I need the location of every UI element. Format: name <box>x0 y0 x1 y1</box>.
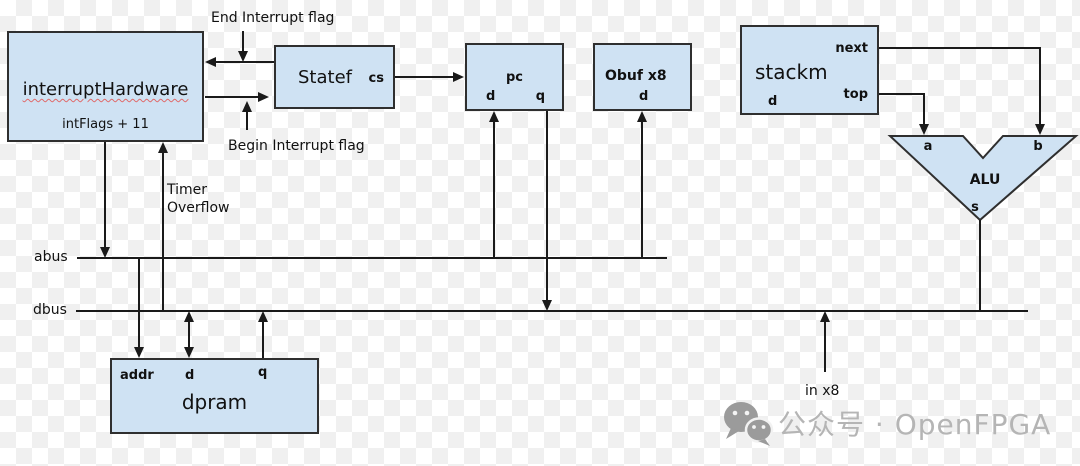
arrowhead-dpram-d-to-dbus <box>184 311 194 322</box>
statef-port-cs: cs <box>368 71 384 86</box>
dpram-port-addr: addr <box>120 368 154 383</box>
pc-port-d: d <box>486 89 496 104</box>
arrowhead-begin-interrupt-pointer <box>242 101 252 112</box>
wire-abus-to-pc-d <box>493 120 495 258</box>
wire-pc-q-to-dbus <box>546 111 548 301</box>
arrowhead-pc-q-to-dbus <box>542 300 552 311</box>
arrowhead-ih-to-statef <box>258 92 269 102</box>
obuf-port-d: d <box>639 89 649 104</box>
wire-abus-to-obuf-d <box>641 120 643 258</box>
wire-dpram-q-to-dbus <box>262 321 264 358</box>
arrowhead-statef-to-ih <box>205 57 216 67</box>
wire-ih-to-abus <box>104 142 106 248</box>
wire-alu-s-to-dbus <box>979 220 981 312</box>
arrowhead-ih-to-abus <box>100 247 110 258</box>
pointer-begin-interrupt <box>246 110 248 130</box>
arrowhead-abus-to-pc-d <box>489 111 499 122</box>
arrowhead-dpram-q-to-dbus <box>258 311 268 322</box>
wire-stackm-top-v <box>923 93 925 126</box>
arrowhead-top-to-alu-a <box>919 124 929 135</box>
abus-label: abus <box>34 249 68 265</box>
end-interrupt-flag-label: End Interrupt flag <box>211 10 335 26</box>
timer-label: Timer <box>167 182 208 198</box>
arrowhead-abus-to-obuf-d <box>637 111 647 122</box>
arrowhead-next-to-alu-b <box>1035 124 1045 135</box>
stackm-port-top: top <box>843 87 868 102</box>
block-stackm: stackm next top d <box>740 25 879 115</box>
wire-stackm-next-v <box>1039 47 1041 126</box>
wire-stackm-next-h <box>879 47 1041 49</box>
wechat-icon <box>724 402 774 446</box>
stackm-title: stackm <box>755 60 828 84</box>
wire-dbus-to-ih <box>162 151 164 312</box>
arrowhead-abus-to-dpram-addr <box>134 347 144 358</box>
stackm-port-d: d <box>768 94 778 109</box>
in-x8-label: in x8 <box>805 383 840 399</box>
arrowhead-in-x8-to-dbus <box>820 311 830 322</box>
alu-port-s: s <box>971 200 979 215</box>
timer-overflow-label: Timer Overflow <box>167 181 230 217</box>
dpram-title: dpram <box>181 390 248 414</box>
dbus-label: dbus <box>33 302 67 318</box>
dpram-port-q: q <box>258 365 268 380</box>
statef-title: Statef <box>298 67 352 88</box>
wire-in-x8-to-dbus <box>824 321 826 372</box>
stackm-port-next: next <box>835 41 868 56</box>
wire-abus-to-dpram-addr <box>138 258 140 348</box>
obuf-title: Obuf x8 <box>605 68 667 84</box>
wire-stackm-top-h <box>879 93 925 95</box>
wire-ih-to-statef <box>205 96 260 98</box>
wire-dbus-dpram-d <box>188 321 190 348</box>
wire-statef-to-ih <box>213 61 274 63</box>
dpram-port-d: d <box>185 368 195 383</box>
alu-title: ALU <box>969 172 1001 188</box>
arrowhead-dbus-to-ih <box>158 142 168 153</box>
overflow-label: Overflow <box>167 200 230 216</box>
interrupt-hardware-title: interruptHardware <box>22 79 189 100</box>
alu-port-b: b <box>1033 139 1043 154</box>
watermark-text: 公众号 · OpenFPGA <box>778 408 1052 441</box>
interrupt-hardware-intflags-label: intFlags + 11 <box>62 117 149 132</box>
block-statef: Statef cs <box>274 45 395 109</box>
pointer-end-interrupt <box>242 31 244 53</box>
block-obuf: Obuf x8 d <box>593 43 692 111</box>
arrowhead-statef-to-pc <box>453 72 464 82</box>
wire-statef-to-pc <box>395 76 455 78</box>
alu-port-a: a <box>923 139 933 154</box>
abus-line <box>77 257 667 259</box>
arrowhead-end-interrupt-pointer <box>238 51 248 62</box>
block-dpram: addr d q dpram <box>110 358 319 434</box>
pc-title: pc <box>505 70 523 85</box>
begin-interrupt-flag-label: Begin Interrupt flag <box>228 138 365 154</box>
block-pc: pc d q <box>465 43 564 111</box>
block-interrupt-hardware: interruptHardware intFlags + 11 <box>7 31 204 142</box>
arrowhead-dbus-to-dpram-d <box>184 347 194 358</box>
dbus-line <box>76 310 1028 312</box>
pc-port-q: q <box>535 89 545 104</box>
